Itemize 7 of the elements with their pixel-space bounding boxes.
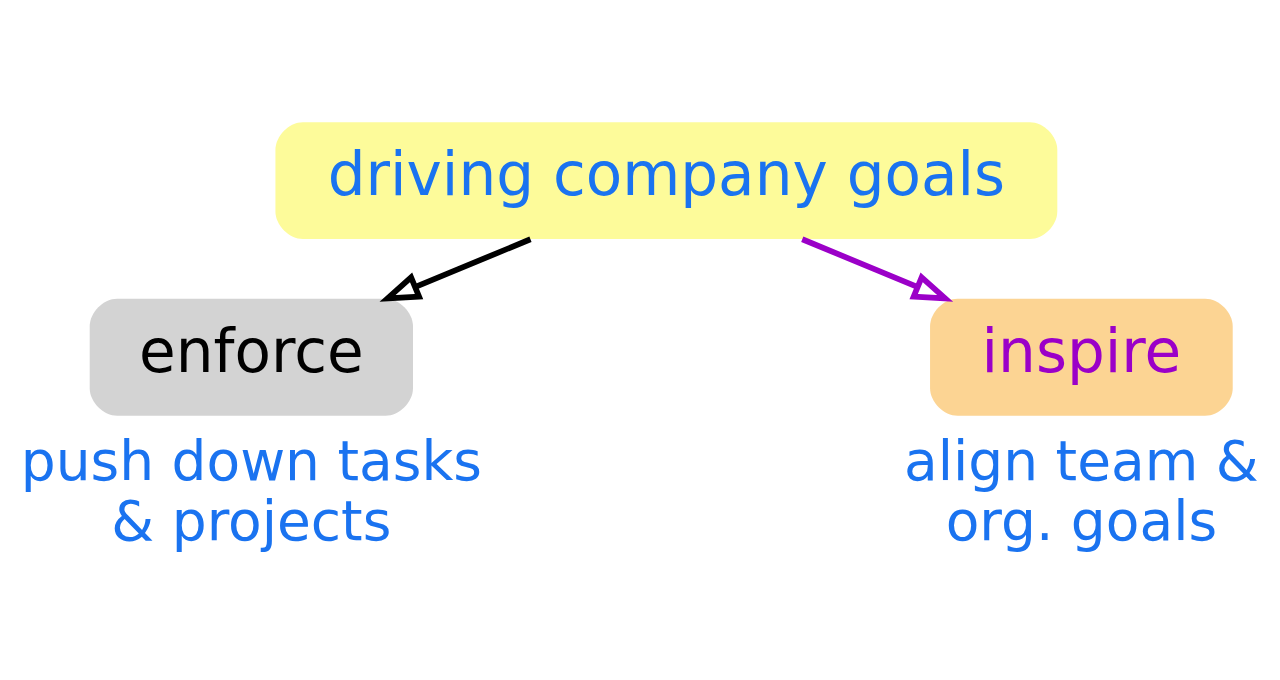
node-label: align team & org. goals — [904, 429, 1259, 553]
node-label: push down tasks & projects — [20, 429, 482, 553]
arrow — [801, 236, 954, 302]
node-box: driving company goals — [275, 122, 1058, 240]
node-box: inspire — [930, 298, 1233, 416]
arrow — [379, 236, 532, 302]
node-box: enforce — [89, 298, 413, 416]
